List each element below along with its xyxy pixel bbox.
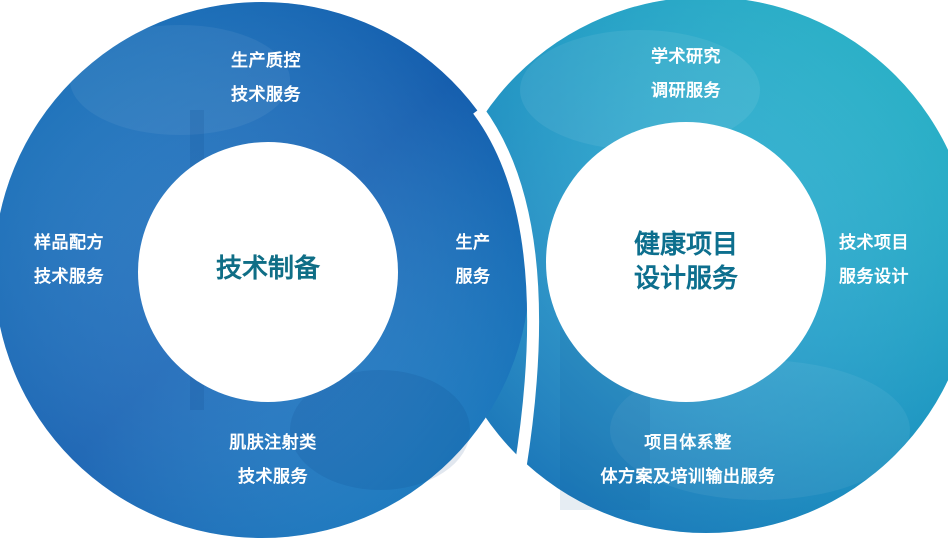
label-project-system: 项目体系整 体方案及培训输出服务	[600, 433, 776, 487]
right-hub-circle	[546, 122, 826, 402]
label-production-service: 生产 服务	[455, 233, 491, 287]
label-tech-project: 技术项目 服务设计	[839, 233, 909, 287]
label-sample-formula: 样品配方 技术服务	[34, 233, 104, 287]
left-hub-circle	[138, 142, 398, 402]
label-production-qc: 生产质控 技术服务	[231, 51, 301, 105]
label-skin-injection: 肌肤注射类 技术服务	[229, 433, 317, 487]
right-hub-title: 健康项目 设计服务	[633, 230, 738, 294]
left-hub-title: 技术制备	[215, 254, 320, 284]
label-academic-research: 学术研究 调研服务	[651, 47, 721, 101]
ring-gap-stroke	[473, 106, 540, 471]
